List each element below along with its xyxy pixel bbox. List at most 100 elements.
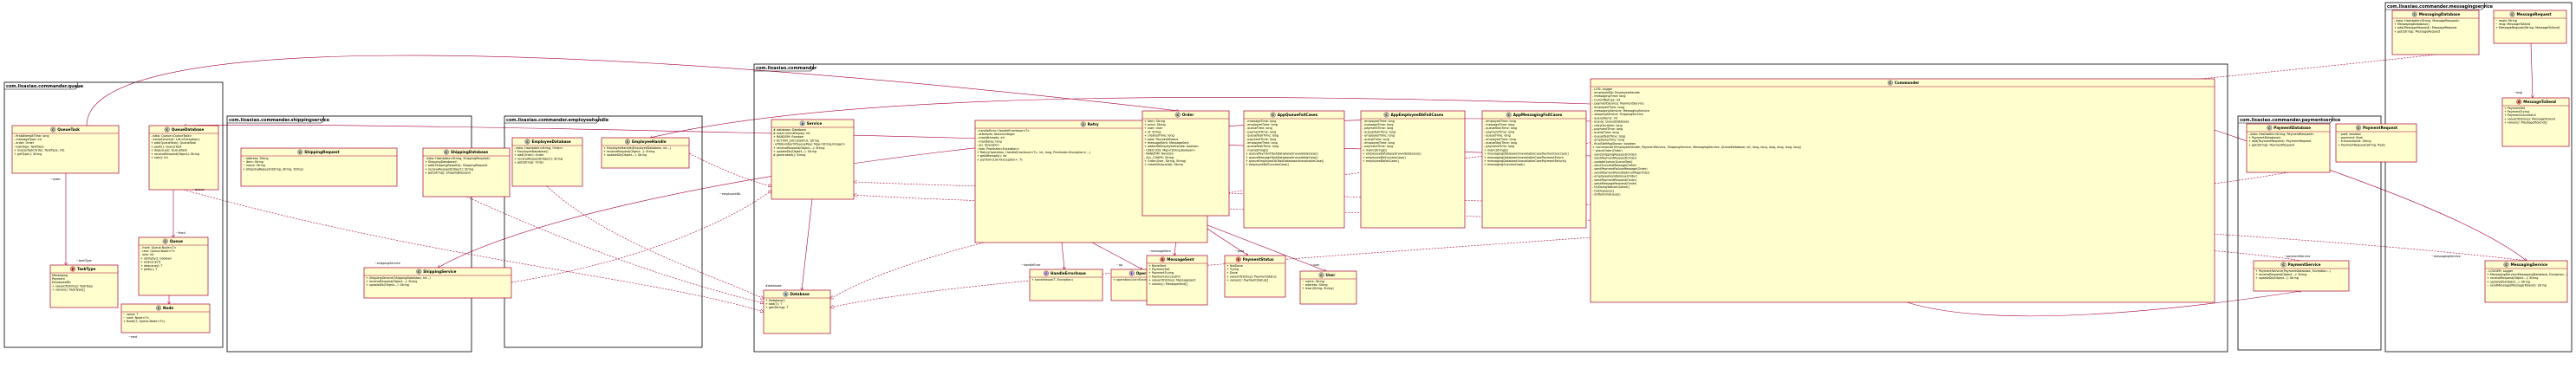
class-stereotype-letter: C bbox=[158, 307, 160, 310]
class-member: ~ transactionId: String bbox=[2338, 139, 2371, 143]
class-member: - employeeDb: EmployeeHandle bbox=[1592, 91, 1640, 94]
class-name: PaymentStatus bbox=[1243, 257, 1274, 262]
class-member: + messageSent: MessageSent bbox=[1144, 141, 1189, 145]
class-member: - tryDoingTasksInQueue() bbox=[1592, 185, 1630, 189]
class-stereotype-letter: E bbox=[2518, 100, 2521, 104]
class-member: - employeeTime: long bbox=[1363, 120, 1395, 123]
class-stereotype-icon bbox=[2503, 262, 2509, 268]
class-stereotype-icon bbox=[1129, 270, 1135, 276]
class-member: + operation(List<Exception>) bbox=[1113, 278, 1158, 282]
class-member: - sendPaymentFailureMessage(Order) bbox=[1592, 167, 1648, 171]
class-name: QueueTask bbox=[57, 127, 80, 132]
class-name: PaymentRequest bbox=[2363, 126, 2397, 130]
class-member: - order: Order bbox=[14, 141, 35, 145]
class-stereotype-letter: E bbox=[1238, 258, 1240, 262]
class-member: - attempts: AtomicInteger bbox=[977, 133, 1015, 136]
relationship-label: ~order bbox=[50, 178, 61, 181]
class-member: ~ value: T bbox=[123, 313, 139, 316]
class-member: - paymentTime: long bbox=[1363, 126, 1393, 130]
class-member: + valueOf(String): TaskType bbox=[52, 284, 93, 288]
class-member: - sendSuccessMessage(Order) bbox=[1592, 164, 1637, 167]
class-name: ShippingService bbox=[423, 269, 456, 274]
class-member: - maxDelay: long bbox=[977, 139, 1002, 143]
class-member: - handleError: HandleErrorIssue<T> bbox=[977, 129, 1030, 133]
relationship-label: ~msg bbox=[2514, 91, 2522, 94]
package-title: com.lixaxiao.commander.employeehandle bbox=[506, 118, 609, 123]
class-member: + add(Order): Order bbox=[514, 153, 544, 157]
class-member: + receiveRequest(Object...): String bbox=[2255, 273, 2306, 276]
class-member: + employeeDbSuccessCase() bbox=[1363, 156, 1407, 159]
class-stereotype-icon bbox=[164, 126, 170, 133]
class-stereotype-icon bbox=[2516, 99, 2522, 105]
package-queue: com.lixaxiao.commander.queue bbox=[3, 81, 224, 348]
class-stereotype-letter: C bbox=[2282, 263, 2285, 267]
class-name: Service bbox=[807, 121, 823, 126]
class-stereotype-icon bbox=[297, 149, 303, 155]
class-member: - size: int bbox=[140, 253, 154, 256]
class-member: - test: Predicate<Exception> bbox=[977, 147, 1019, 151]
class-member: + Commander(EmployeeHandle, PaymentServi… bbox=[1592, 146, 1801, 149]
class-member: ~ reqId: String bbox=[2495, 19, 2517, 23]
class-stereotype-letter: C bbox=[418, 270, 420, 274]
class-stereotype-letter: C bbox=[2511, 13, 2514, 16]
class-name: ShippingRequest bbox=[304, 150, 339, 154]
class-member: - numOfRetries: int bbox=[1592, 98, 1621, 101]
class-member: + price: String bbox=[1144, 123, 1166, 126]
class-stereotype-letter: E bbox=[1161, 258, 1164, 262]
relationship-line bbox=[183, 189, 764, 312]
class-name: MessageSent bbox=[1167, 257, 1194, 262]
class-stereotype-icon bbox=[162, 238, 168, 244]
relationship-line bbox=[1091, 242, 1142, 269]
class-member: + user: User bbox=[1144, 126, 1163, 130]
class-member: ~ address: String bbox=[1302, 283, 1328, 287]
class-member: - queueTime: long bbox=[1484, 134, 1511, 138]
class-name: TaskType bbox=[77, 267, 96, 271]
class-member: - data: Hashtable<String, PaymentRequest… bbox=[2248, 133, 2314, 136]
class-member: + PaymentSuccessful bbox=[1148, 275, 1181, 278]
class-member: + isEmpty(): boolean bbox=[140, 256, 172, 260]
class-member: - queueTaskTime: long bbox=[1246, 134, 1278, 138]
class-member: + add(T): T bbox=[765, 302, 783, 306]
class-member: - employeeTime: long bbox=[1592, 139, 1624, 142]
package-title: com.lixaxiao.commander.shippingservice bbox=[229, 118, 330, 123]
class-stereotype-letter: C bbox=[526, 140, 529, 144]
class-stereotype-icon bbox=[2509, 11, 2515, 17]
class-member: + PaymentService(PaymentDatabase, Except… bbox=[2255, 269, 2332, 273]
class-member: - taskType: TaskType bbox=[14, 145, 44, 148]
relationship-line bbox=[688, 152, 771, 186]
class-member: + peek(): T bbox=[140, 268, 158, 271]
class-member: + NotDone bbox=[1226, 264, 1243, 268]
class-member: - sendPaymentPossibleErrorMsg(Order) bbox=[1592, 171, 1650, 174]
class-member: - sendPaymentRequest(Order) bbox=[1592, 157, 1637, 160]
class-member: + receiveRequest(Object...): String bbox=[366, 280, 417, 283]
